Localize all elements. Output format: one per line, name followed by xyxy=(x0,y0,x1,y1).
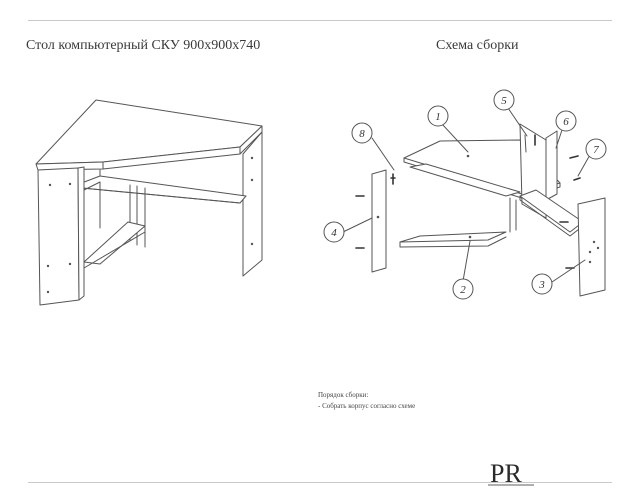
product-title: Стол компьютерный СКУ 900х900х740 xyxy=(26,38,261,53)
callout-2 xyxy=(452,278,474,300)
callout-5 xyxy=(493,89,515,111)
logo-text: PR xyxy=(490,459,522,488)
callout-8 xyxy=(351,122,373,144)
callout-6 xyxy=(555,110,577,132)
assembly-notes-heading: Порядок сборки: xyxy=(318,391,369,399)
callout-5-label: 5 xyxy=(501,95,507,107)
part-6-upright xyxy=(545,130,558,201)
brand-logo-icon: PR xyxy=(488,459,534,488)
assembled-desk-view xyxy=(35,99,263,306)
callout-4-label: 4 xyxy=(331,227,337,239)
callout-4 xyxy=(323,221,345,243)
callout-3-label: 3 xyxy=(538,279,545,291)
callout-6-label: 6 xyxy=(563,116,569,128)
callout-7 xyxy=(585,138,607,160)
callout-3 xyxy=(531,273,553,295)
callout-1-label: 1 xyxy=(435,111,441,123)
top-divider xyxy=(28,20,612,21)
part-3-right-panel xyxy=(577,197,606,297)
part-4-left-panel xyxy=(371,169,387,273)
callout-1 xyxy=(427,105,449,127)
exploded-view xyxy=(323,89,607,300)
assembly-scheme-title: Схема сборки xyxy=(436,38,519,53)
assembly-notes-step: - Собрать корпус согласно схеме xyxy=(318,402,416,410)
assembly-notes: Порядок сборки: - Собрать корпус согласн… xyxy=(318,390,415,412)
callout-8-label: 8 xyxy=(359,128,365,140)
callout-2-label: 2 xyxy=(460,284,466,296)
bottom-divider xyxy=(28,482,612,483)
callout-7-label: 7 xyxy=(593,144,599,156)
part-2-lower-shelf xyxy=(399,231,507,243)
